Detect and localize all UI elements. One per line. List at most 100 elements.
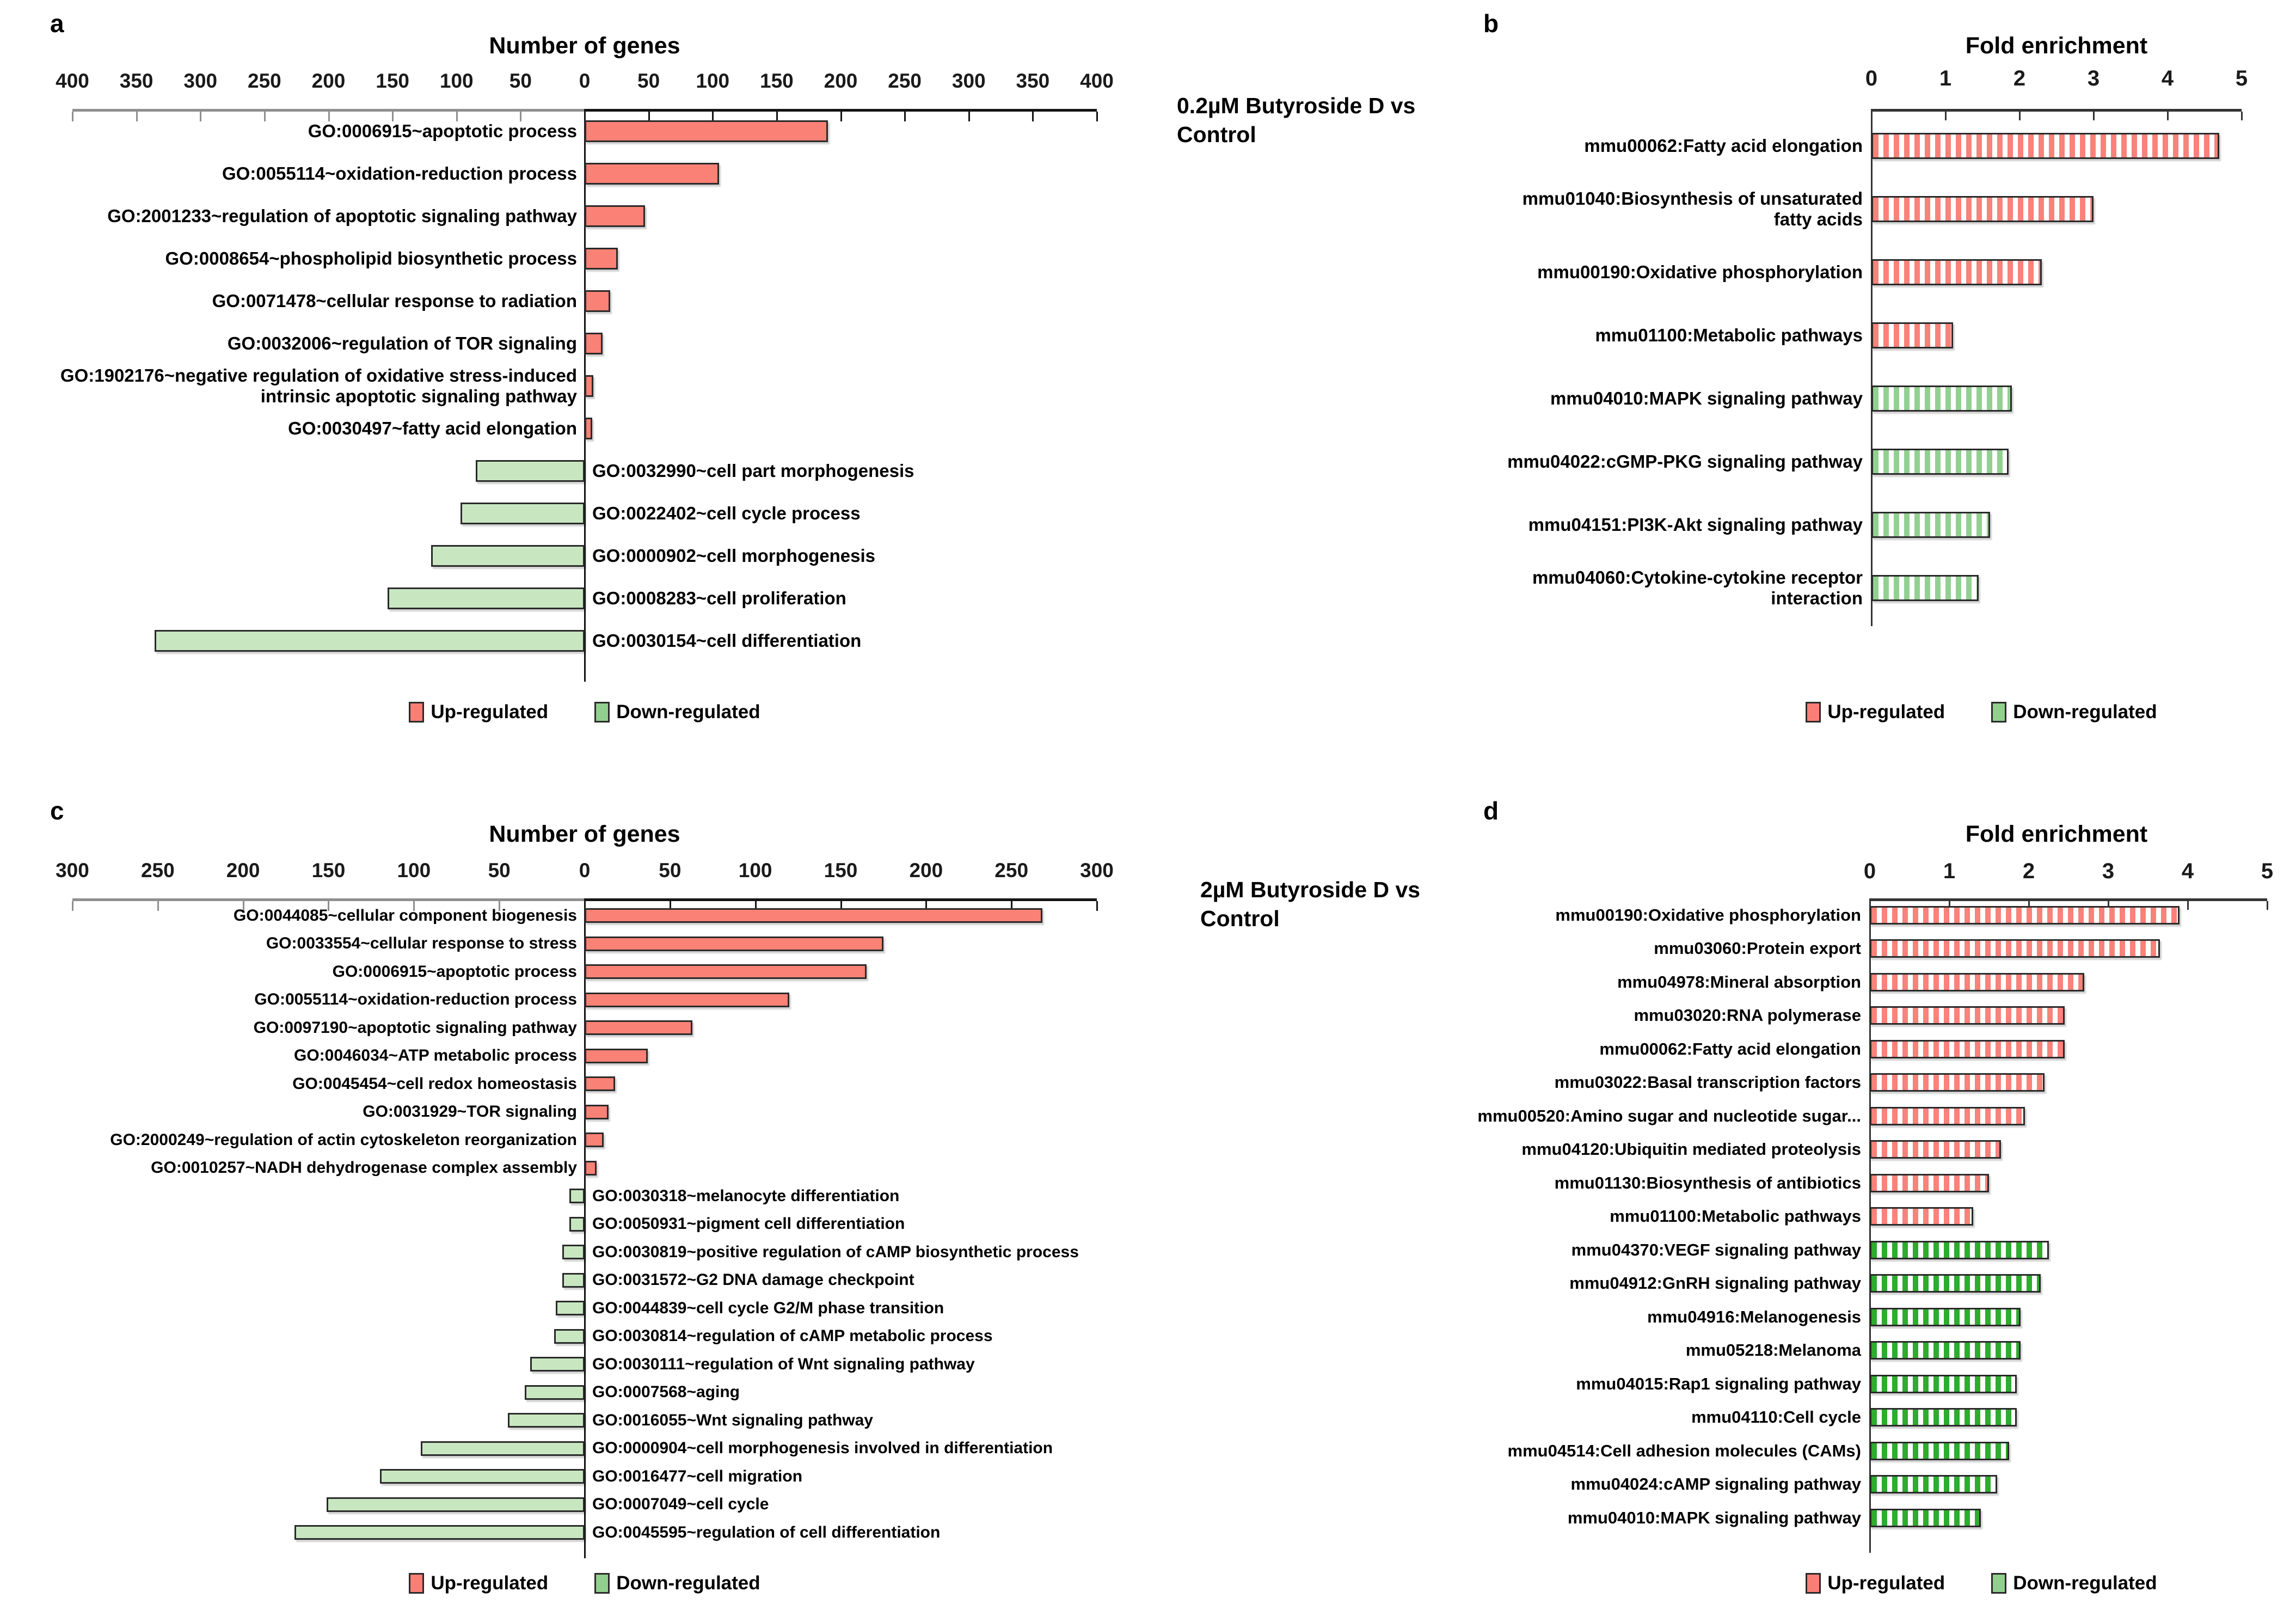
bar-label: GO:0050931~pigment cell differentiation (592, 1215, 905, 1233)
down-bar (1870, 1341, 2021, 1360)
axis-tick-label: 250 (888, 70, 922, 92)
down-bar (569, 1216, 585, 1232)
bar-label: GO:0030497~fatty acid elongation (288, 418, 577, 439)
axis-tick-mark (157, 901, 159, 911)
bar-label: mmu00190:Oxidative phosphorylation (1555, 905, 1861, 925)
axis-line-positive (585, 898, 1097, 901)
down-bar (530, 1357, 585, 1372)
condition-label-c: 2µM Butyroside D vs Control (1200, 877, 1421, 932)
axis-tick-label: 400 (1080, 70, 1114, 92)
up-bar (1870, 1106, 2025, 1125)
bar-label: mmu04060:Cytokine-cytokine receptor inte… (1532, 567, 1863, 608)
down-bar (294, 1525, 585, 1540)
bar-label: mmu00190:Oxidative phosphorylation (1537, 262, 1863, 283)
bar-label: GO:0006915~apoptotic process (308, 121, 577, 142)
axis-tick-label: 50 (637, 70, 660, 92)
axis-tick-mark (456, 112, 458, 121)
axis-baseline (1871, 109, 1873, 626)
axis-tick-label: 2 (2022, 859, 2035, 883)
axis-tick-mark (712, 112, 714, 121)
bar-label: GO:0071478~cellular response to radiatio… (212, 291, 577, 311)
axis-tick-label: 100 (738, 859, 772, 881)
up-bar (585, 290, 611, 312)
bar-label: GO:0055114~oxidation-reduction process (222, 163, 577, 184)
bar-label: GO:0016055~Wnt signaling pathway (592, 1411, 873, 1429)
bar-label: mmu04010:MAPK signaling pathway (1567, 1508, 1861, 1527)
bar-label: GO:0007568~aging (592, 1383, 740, 1401)
bar-label: GO:0030154~cell differentiation (592, 630, 862, 651)
axis-tick-mark (648, 112, 650, 121)
bar-label: GO:0032006~regulation of TOR signaling (227, 333, 577, 354)
axis-tick-mark (1032, 112, 1034, 121)
down-swatch-icon (594, 1573, 610, 1594)
bar-label: mmu04010:MAPK signaling pathway (1550, 388, 1863, 409)
bar-label: GO:0032990~cell part morphogenesis (592, 461, 914, 481)
up-bar (585, 1132, 604, 1148)
axis-tick-mark (242, 901, 244, 911)
axis-tick-label: 350 (119, 70, 154, 92)
up-bar (585, 205, 645, 227)
down-bar (1870, 1307, 2021, 1326)
bar-label: mmu00062:Fatty acid elongation (1599, 1039, 1861, 1058)
axis-tick-label: 100 (397, 859, 431, 881)
axis-tick-mark (754, 901, 757, 911)
axis-tick-mark (328, 112, 330, 121)
up-bar (1871, 259, 2042, 285)
axis-tick-label: 250 (994, 859, 1029, 881)
bar-label: GO:0044085~cellular component biogenesis (233, 906, 577, 925)
down-bar (562, 1272, 585, 1288)
legend-item-down: Down-regulated (1991, 1572, 2157, 1594)
down-bar (554, 1329, 585, 1344)
axis-tick-label: 1 (1943, 859, 1956, 883)
axis-tick-label: 100 (696, 70, 730, 92)
bar-label: GO:0030111~regulation of Wnt signaling p… (592, 1355, 975, 1373)
up-bar (585, 964, 867, 980)
zero-baseline (584, 898, 586, 1558)
down-bar (379, 1469, 585, 1484)
axis-tick-label: 300 (56, 859, 89, 881)
legend: Up-regulated Down-regulated (1709, 1572, 2254, 1594)
axis-tick-mark (499, 901, 501, 911)
bar-label: GO:0007049~cell cycle (592, 1495, 769, 1513)
legend-label: Up-regulated (1827, 1572, 1945, 1594)
up-bar (585, 248, 618, 270)
bar-label: mmu04916:Melanogenesis (1647, 1307, 1861, 1326)
axis-tick-mark (72, 112, 73, 121)
axis-tick-label: 250 (248, 70, 281, 92)
axis-tick-label: 50 (509, 70, 532, 92)
legend-label: Down-regulated (616, 701, 760, 723)
axis-tick-label: 4 (2181, 859, 2194, 883)
chart-title-a: Number of genes (489, 33, 680, 59)
axis-tick-label: 0 (1863, 859, 1876, 883)
up-swatch-icon (409, 1573, 425, 1594)
bar-label: GO:0045454~cell redox homeostasis (292, 1074, 577, 1093)
axis-tick-label: 300 (1080, 859, 1114, 881)
bar-label: GO:2001233~regulation of apoptotic signa… (107, 206, 577, 226)
up-swatch-icon (1806, 1573, 1821, 1594)
bar-label: mmu04022:cGMP-PKG signaling pathway (1507, 451, 1863, 472)
bar-label: GO:0031929~TOR signaling (363, 1103, 577, 1121)
down-bar (1871, 449, 2009, 475)
up-bar (1871, 322, 1953, 348)
bar-label: mmu04110:Cell cycle (1691, 1407, 1861, 1427)
legend-item-down: Down-regulated (1991, 701, 2157, 723)
axis-line (1870, 898, 2267, 901)
bar-label: GO:0030318~melanocyte differentiation (592, 1186, 900, 1205)
axis-line-negative (72, 109, 585, 112)
axis-tick-mark (1945, 112, 1947, 120)
bar-label: GO:0097190~apoptotic signaling pathway (253, 1018, 577, 1037)
axis-tick-label: 1 (1939, 66, 1952, 90)
axis-tick-mark (669, 901, 671, 911)
up-swatch-icon (1806, 702, 1821, 723)
up-bar (1870, 1039, 2065, 1058)
axis-tick-label: 5 (2261, 859, 2274, 883)
axis-tick-label: 50 (659, 859, 682, 881)
bar-label: mmu01130:Biosynthesis of antibiotics (1554, 1173, 1861, 1192)
down-swatch-icon (1991, 1573, 2007, 1594)
up-bar (585, 1076, 616, 1092)
down-bar (460, 503, 585, 524)
up-bar (1870, 1207, 1973, 1226)
up-bar (585, 120, 828, 142)
bar-label: GO:0016477~cell migration (592, 1467, 803, 1485)
